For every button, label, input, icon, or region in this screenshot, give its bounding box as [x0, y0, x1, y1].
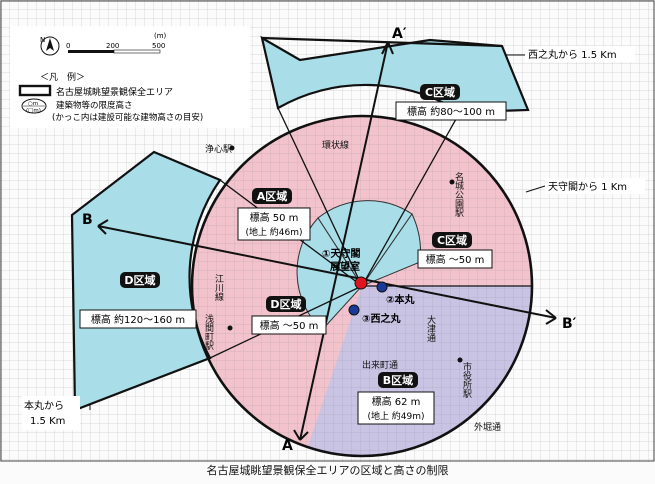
zone-d-center-title: D区域 — [270, 297, 301, 311]
scale-tick-200: 200 — [106, 42, 119, 50]
tenshu-annotation: 天守閣から 1 Km — [525, 178, 645, 194]
legend-height-desc-1: 建築物等の限度高さ — [56, 100, 133, 111]
zone-a-height: 標高 50 m — [250, 211, 299, 224]
zone-a-note: (地上 約46m) — [245, 226, 302, 238]
zone-b-note: (地上 約49m) — [367, 410, 424, 422]
zone-b-label: B区域 標高 62 m (地上 約49m) — [357, 372, 435, 425]
honmaru-annotation: 本丸から 1.5 Km — [22, 396, 91, 430]
zone-c-north-edge — [261, 36, 503, 48]
figure-caption: 名古屋城眺望景観保全エリアの区域と高さの制限 — [206, 464, 449, 477]
zone-b-title: B区域 — [383, 373, 413, 387]
label-demachi: 出来町通 — [362, 359, 398, 371]
zone-d-center-height: 標高 〜50 m — [260, 319, 319, 332]
point-3-marker — [348, 304, 360, 316]
zone-a-label: A区域 標高 50 m (地上 約46m) — [237, 188, 311, 241]
inner-sector-north — [317, 200, 413, 287]
label-gaibori: 外堀通 — [474, 421, 501, 433]
section-line-b — [97, 225, 557, 319]
zone-c-north-title: C区域 — [425, 85, 455, 99]
point-1-label: ①天守閣 — [322, 247, 360, 260]
nishinomaru-radius-label: 西之丸から 1.5 Km — [528, 48, 617, 61]
zone-d-center-label: D区域 標高 〜50 m — [251, 296, 327, 335]
marker-a-top: A′ — [392, 26, 407, 42]
section-line-a — [299, 41, 389, 441]
point-2-label: ②本丸 — [386, 293, 415, 306]
marker-b-left: B — [82, 212, 93, 228]
point-3-label: ③西之丸 — [362, 312, 401, 325]
zone-c-east-title: C区域 — [437, 233, 467, 247]
honmaru-radius-label-2: 1.5 Km — [30, 416, 65, 427]
marker-a-bottom: A — [282, 438, 293, 454]
label-egawa: 江川線 — [213, 274, 224, 301]
figure-border — [0, 0, 655, 462]
nishinomaru-annotation: 西之丸から 1.5 Km — [505, 46, 635, 62]
tenshu-radius-label: 天守閣から 1 Km — [548, 180, 627, 193]
legend-height-marker-bottom: (□m) — [26, 108, 41, 114]
marker-b-right: B′ — [562, 316, 577, 332]
zone-d-west-title: D区域 — [124, 273, 155, 287]
point-2-marker — [376, 281, 388, 293]
zone-c-east-label: C区域 標高 〜50 m — [417, 232, 493, 269]
zone-a-title: A区域 — [257, 189, 288, 203]
zone-d-west-label: D区域 標高 約120〜160 m — [79, 272, 197, 329]
point-1-marker — [354, 276, 368, 290]
zone-c-north-height: 標高 約80〜100 m — [407, 105, 495, 118]
zone-d-west-height: 標高 約120〜160 m — [91, 313, 185, 326]
section-lines — [97, 41, 557, 441]
scale-bar: 0 200 500 (m) — [66, 32, 167, 54]
legend-height-desc-2: (かっこ内は建設可能な建物高さの目安) — [52, 112, 203, 123]
scale-unit: (m) — [154, 32, 167, 40]
point-1-label-2: 展望室 — [330, 260, 360, 273]
label-otsu: 大津通 — [425, 314, 436, 343]
label-kanjo: 環状線 — [322, 139, 349, 151]
legend-panel: N 0 200 500 (m) ＜凡 例＞ 名古屋城眺望景観保全エリア ○m (… — [10, 26, 250, 128]
label-shiyakusho-station: 市役所駅 — [461, 361, 472, 399]
honmaru-radius-label-1: 本丸から — [24, 399, 64, 412]
zone-c-east-height: 標高 〜50 m — [426, 253, 485, 266]
label-sengencho-station: 浅間町駅 — [203, 313, 214, 351]
legend-area-label: 名古屋城眺望景観保全エリア — [56, 86, 173, 98]
label-meijo-park-station: 名城公園駅 — [453, 171, 464, 218]
north-label: N — [40, 36, 45, 44]
legend-title: ＜凡 例＞ — [40, 71, 85, 83]
zone-c-north-label: C区域 標高 約80〜100 m — [395, 84, 507, 121]
label-jooshin-station: 浄心駅 — [205, 143, 232, 155]
scale-tick-0: 0 — [66, 42, 70, 50]
scale-tick-500: 500 — [152, 42, 165, 50]
legend-area-swatch — [18, 84, 52, 97]
map-labels: 環状線 浄心駅 名城公園駅 江川線 浅間町駅 大津通 出来町通 市役所駅 外堀通 — [203, 139, 501, 433]
legend-height-marker-top: ○m — [28, 101, 38, 107]
zone-b-height: 標高 62 m — [372, 395, 421, 408]
